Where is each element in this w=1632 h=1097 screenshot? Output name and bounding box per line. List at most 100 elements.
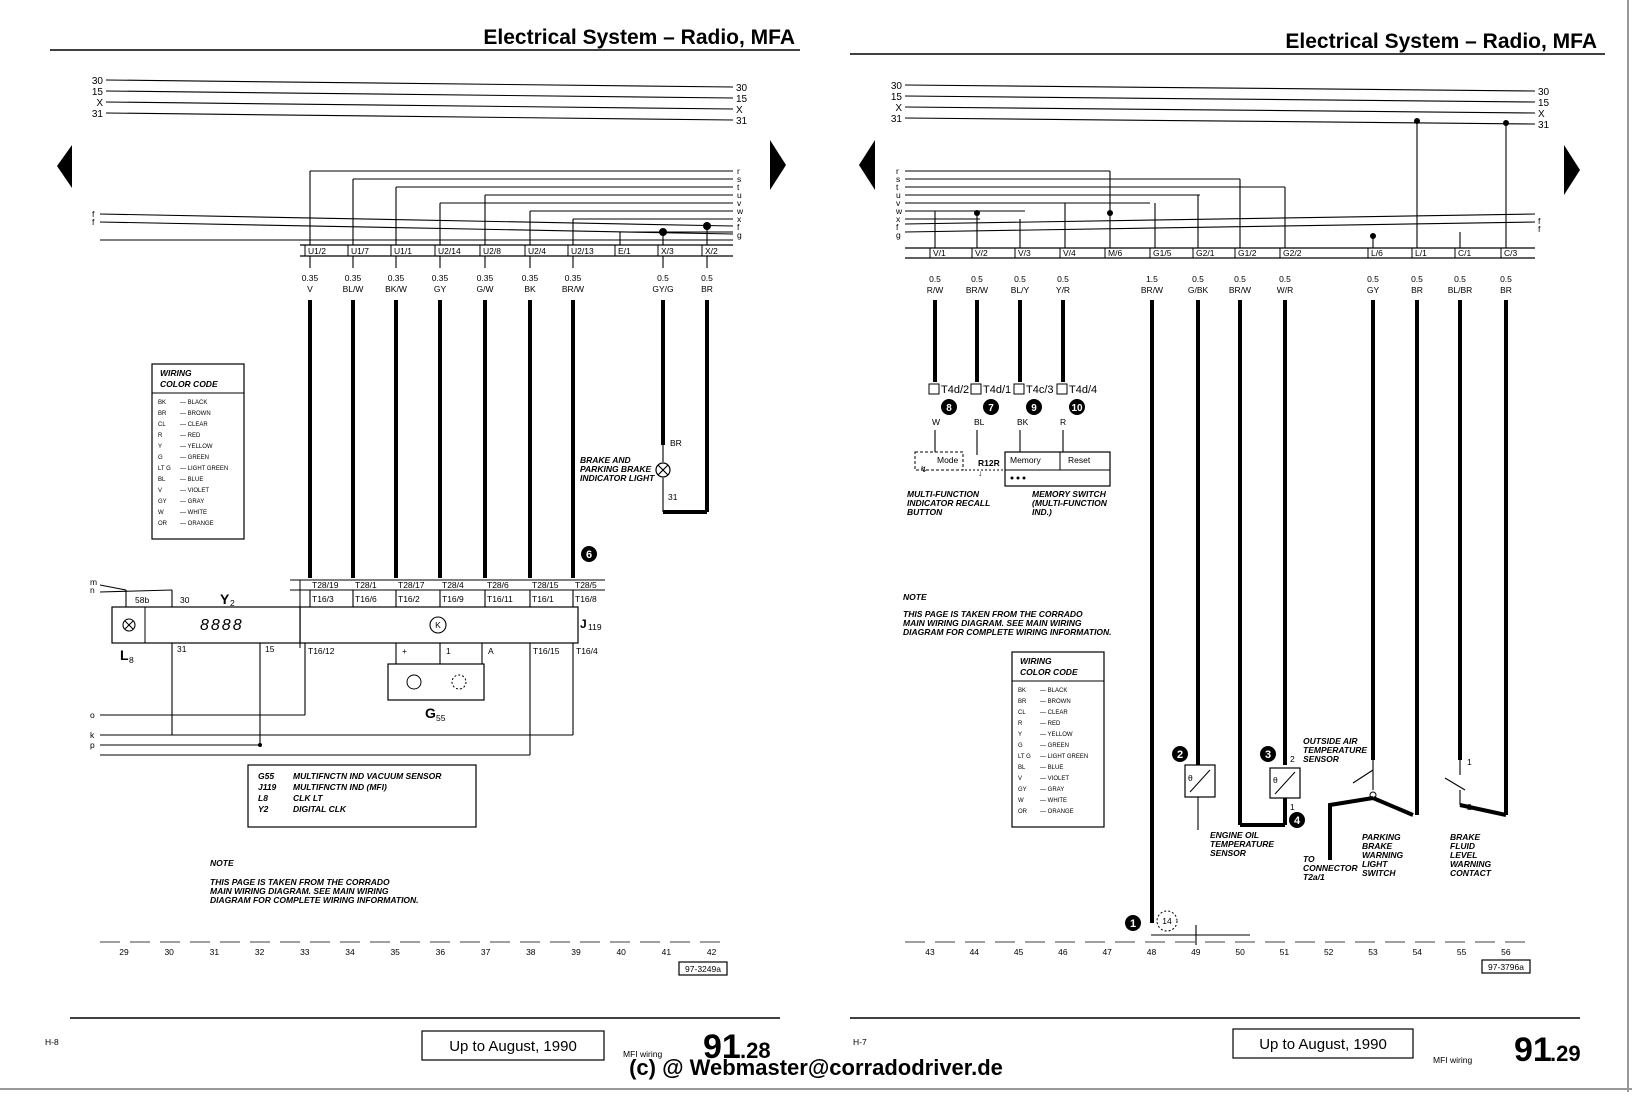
color-code-name: — CLEAR (180, 422, 208, 428)
svg-text:1: 1 (1467, 757, 1472, 767)
svg-text:3: 3 (1265, 749, 1271, 761)
wire-size: 0.5 (971, 274, 983, 284)
grid-number: 47 (1102, 947, 1112, 957)
wire-size: 0.35 (345, 273, 362, 283)
l8-label: L (120, 647, 129, 663)
clock-display: 8888 (200, 617, 244, 634)
svg-text:BRAKE: BRAKE (1362, 841, 1393, 851)
signal-letter: x (737, 214, 742, 224)
side-letter-m: m (90, 577, 97, 587)
note-line: THIS PAGE IS TAKEN FROM THE CORRADO (210, 877, 390, 887)
connector-label: G1/5 (1153, 248, 1172, 258)
wire-size: 0.5 (929, 274, 941, 284)
connector-label: U1/1 (394, 246, 412, 256)
marker-6 (581, 546, 597, 562)
bus-label: 30 (891, 81, 903, 92)
next-page-arrow-icon[interactable] (770, 140, 786, 190)
wire-color: Y/R (1056, 285, 1070, 295)
connector-label: U1/2 (308, 246, 326, 256)
marker (941, 399, 957, 415)
left-footer-small: MFI wiring (623, 1049, 662, 1059)
svg-text:ENGINE OIL: ENGINE OIL (1210, 830, 1259, 840)
right-drops (934, 171, 1461, 248)
t4-terminal: T4d/4 (1069, 384, 1097, 396)
signal-letter: v (737, 198, 742, 208)
g55-sub: 55 (436, 713, 446, 723)
connector-label: V/4 (1063, 248, 1076, 258)
bus-label: 31 (736, 116, 748, 127)
prev-page-arrow-icon[interactable] (57, 145, 72, 188)
signal-letter: r (737, 166, 740, 176)
l8-sub: 8 (129, 655, 134, 665)
bus-label: 15 (92, 87, 104, 98)
color-code-abbr: R (158, 433, 163, 439)
sensor-pin: + (402, 646, 407, 656)
right-page-header: Electrical System – Radio, MFA (1285, 30, 1597, 53)
wire-size: 0.35 (388, 273, 405, 283)
grid-number: 52 (1324, 947, 1334, 957)
color-code-abbr: G (1018, 743, 1023, 749)
wire-size: 0.5 (1500, 274, 1512, 284)
t16-terminal: T16/8 (575, 594, 597, 604)
connector-label: U2/13 (571, 246, 594, 256)
signal-letter: x (896, 214, 901, 224)
svg-text:FLUID: FLUID (1450, 841, 1475, 851)
brake-fluid-level-contact: 1 2 BRAKE FLUID LEVEL WARNING CONTACT (1444, 757, 1507, 878)
legend-code: Y2 (258, 804, 269, 814)
note-title: NOTE (903, 592, 927, 602)
left-page-minor: .28 (740, 1038, 771, 1063)
color-code-name: — LIGHT GREEN (1040, 754, 1088, 760)
wire-size: 0.5 (1192, 274, 1204, 284)
svg-text:↯: ↯ (920, 464, 927, 474)
side-letter-p: p (90, 740, 95, 750)
t28-terminal: T28/4 (442, 580, 464, 590)
color-code-abbr: R (1018, 721, 1023, 727)
signal-letter: u (737, 190, 742, 200)
left-note: NOTE THIS PAGE IS TAKEN FROM THE CORRADO… (210, 858, 419, 905)
wire-color: GY (434, 284, 447, 294)
color-code-name: — RED (1040, 721, 1061, 727)
signal-letter: f (92, 209, 95, 219)
signal-letter: r (896, 166, 899, 176)
svg-text:WARNING: WARNING (1362, 850, 1403, 860)
legend-desc: CLK LT (293, 793, 323, 803)
grid-number: 39 (571, 947, 581, 957)
color-code-abbr: V (158, 488, 162, 494)
color-code-abbr: GY (158, 499, 167, 505)
color-code-name: — WHITE (1040, 798, 1067, 804)
bus-label: 15 (736, 94, 748, 105)
color-code-name: — VIOLET (1040, 776, 1069, 782)
color-code-title: COLOR CODE (160, 379, 218, 389)
j119-label: J (580, 617, 587, 631)
connector-label: G2/1 (1196, 248, 1215, 258)
signal-letter: t (737, 182, 740, 192)
note-title: NOTE (210, 858, 234, 868)
wire-size: 0.5 (1367, 274, 1379, 284)
wire-color: BR (1411, 285, 1423, 295)
brake-light-caption-2: PARKING BRAKE (580, 464, 651, 474)
next-page-arrow-icon[interactable] (1564, 145, 1580, 195)
color-code-abbr: BK (158, 400, 166, 406)
svg-text:2: 2 (1290, 754, 1295, 764)
t4-terminal: T4c/3 (1026, 384, 1054, 396)
wire-size: 0.5 (1057, 274, 1069, 284)
wire-size: 0.35 (477, 273, 494, 283)
color-code-abbr: W (158, 510, 164, 516)
svg-text:8: 8 (946, 403, 952, 414)
legend-code: G55 (258, 771, 274, 781)
memory-caption: IND.) (1032, 507, 1052, 517)
bus-label: 30 (92, 76, 104, 87)
bus-label: X (96, 98, 103, 109)
k-symbol: K (435, 620, 441, 630)
wire-color: BL/Y (1011, 285, 1030, 295)
grid-number: 29 (119, 947, 129, 957)
prev-page-arrow-icon[interactable] (859, 140, 875, 190)
legend-code: J119 (258, 782, 277, 792)
color-code-abbr: BK (1018, 688, 1026, 694)
pin-58b: 58b (135, 595, 149, 605)
brake-light-caption-1: BRAKE AND (580, 455, 631, 465)
svg-text:2: 2 (1177, 749, 1183, 761)
